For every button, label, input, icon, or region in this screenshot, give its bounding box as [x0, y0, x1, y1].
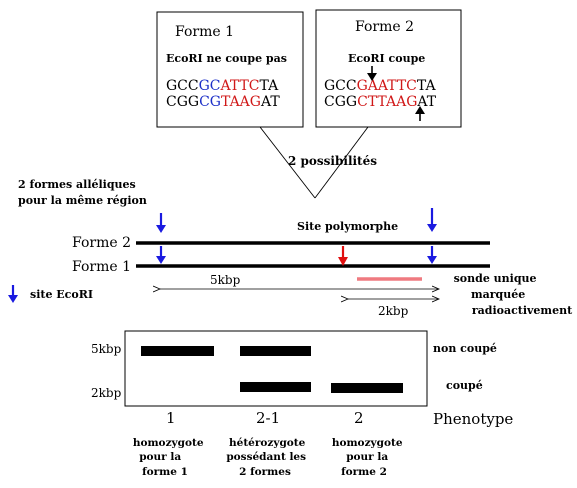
sequence-segment: AT	[416, 94, 436, 110]
form1-seq-bottom: CGGCGTAAGAT	[166, 94, 280, 110]
lane-desc-2: homozygote pour la forme 2	[332, 437, 406, 478]
form2-seq-top: GCCGAATTCTA	[324, 78, 436, 94]
form1-note: EcoRI ne coupe pas	[166, 52, 287, 65]
lane-desc-2-1: hétérozygote possédant les 2 formes	[226, 437, 309, 478]
sequence-segment: GAATTC	[357, 78, 417, 94]
probe-label: sonde unique marquée radioactivement	[454, 272, 573, 317]
band-label-cut: coupé	[446, 379, 483, 392]
sequence-segment: AT	[260, 94, 280, 110]
form2-box: Forme 2 EcoRI coupe GCCGAATTCTA CGGCTTAA…	[315, 9, 462, 128]
ecori-arrow-icon	[156, 213, 166, 233]
ladder-5kbp: 5kbp	[91, 342, 122, 356]
possibilities-label: 2 possibilités	[288, 154, 377, 168]
form2-title: Forme 2	[355, 19, 414, 35]
gel-band-lane2-cut	[240, 382, 311, 392]
sequence-segment: CGG	[166, 94, 199, 110]
form2-box-frame	[315, 9, 462, 128]
ecori-arrow-icon	[427, 208, 437, 232]
form2-note: EcoRI coupe	[348, 52, 425, 65]
lane-desc-1: homozygote pour la forme 1	[133, 437, 207, 478]
lane-label-2: 2	[354, 409, 364, 427]
sequence-segment: CGG	[324, 94, 357, 110]
ecori-arrow-icon	[427, 246, 437, 264]
gel-band-lane2-uncut	[240, 346, 311, 356]
sequence-segment: CG	[199, 94, 221, 110]
ecori-legend-arrow-icon	[8, 285, 18, 303]
form1-box-frame	[156, 11, 304, 128]
form1-box: Forme 1 EcoRI ne coupe pas GCCGCATTCTA C…	[156, 11, 304, 128]
connector-lines	[259, 126, 369, 199]
ladder-2kbp: 2kbp	[91, 386, 122, 400]
gel-band-lane1-uncut	[141, 346, 214, 356]
phenotype-label: Phenotype	[433, 410, 513, 428]
sequence-segment: TAAG	[221, 94, 261, 110]
polymorphic-site-arrow-icon	[338, 246, 348, 266]
form1-seq-top: GCCGCATTCTA	[166, 78, 279, 94]
band-label-uncut: non coupé	[433, 342, 497, 355]
cut-arrow-down-icon	[367, 66, 377, 81]
form1-title: Forme 1	[175, 24, 234, 40]
forme2-label: Forme 2	[72, 235, 131, 251]
sequence-segment: ATTC	[220, 78, 260, 94]
ecori-arrow-icon	[156, 246, 166, 264]
form2-seq-bottom: CGGCTTAAGAT	[324, 94, 437, 110]
ecori-legend-label: site EcoRI	[30, 288, 93, 301]
allelic-forms-label: 2 formes alléliques pour la même région	[18, 178, 147, 207]
lane-label-1: 1	[166, 409, 176, 427]
forme1-label: Forme 1	[72, 259, 131, 275]
dist-2kbp-label: 2kbp	[378, 304, 409, 318]
gel-band-lane3-cut	[331, 383, 403, 393]
gel-frame	[124, 330, 428, 407]
sequence-segment: TA	[260, 78, 280, 94]
sequence-segment: GCC	[166, 78, 199, 94]
sequence-segment: GC	[199, 78, 221, 94]
lane-label-2-1: 2-1	[256, 409, 280, 427]
sequence-segment: GCC	[324, 78, 357, 94]
cut-arrow-up-icon	[415, 106, 425, 121]
sequence-segment: TA	[417, 78, 437, 94]
polymorphic-site-label: Site polymorphe	[297, 220, 398, 233]
sequence-segment: CTTAAG	[357, 94, 417, 110]
dist-5kbp-label: 5kbp	[210, 273, 241, 287]
